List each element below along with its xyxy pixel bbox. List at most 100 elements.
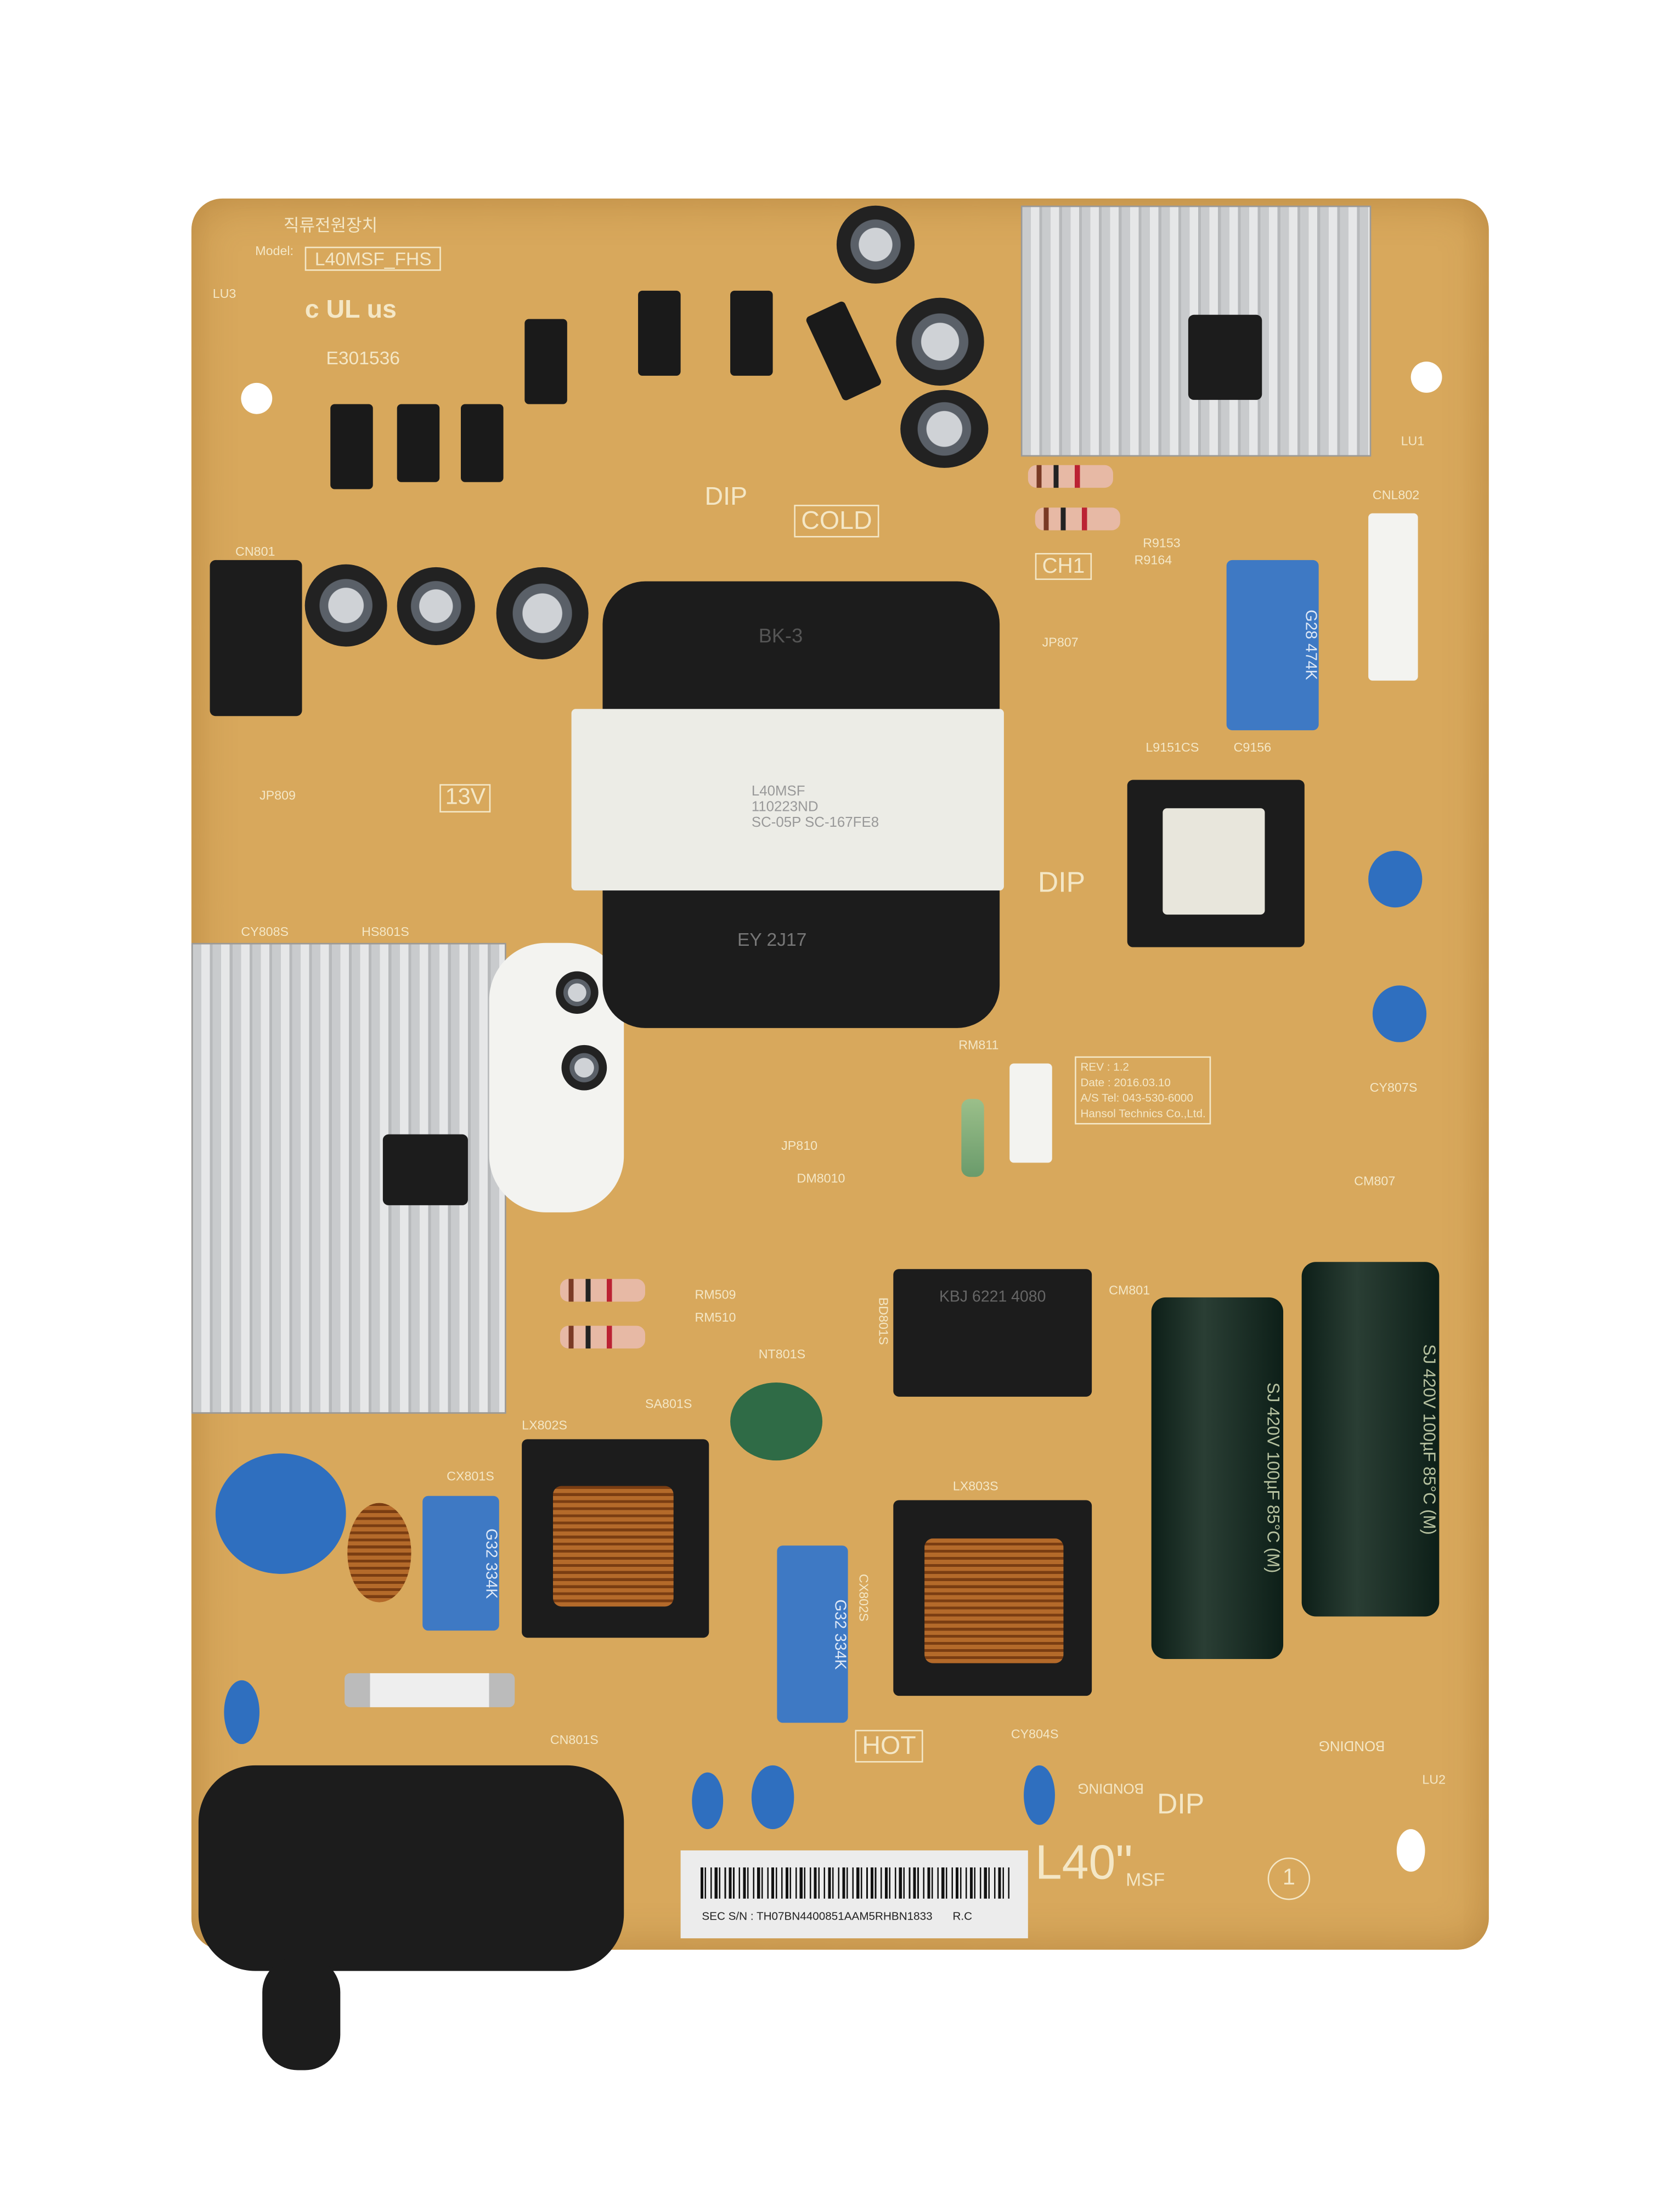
bonding-label: BONDING [1318,1737,1385,1753]
manufacturer: Hansol Technics Co.,Ltd. [1080,1107,1206,1120]
choke-winding [924,1538,1064,1663]
bulk-capacitor: SJ 420V 100µF 85°C (M) [1151,1297,1284,1659]
ref-cm807: CM807 [1354,1174,1396,1188]
ntc-thermistor [730,1382,823,1461]
serial-number: SEC S/N : TH07BN4400851AAM5RHBN1833 R.C [702,1910,972,1922]
bridge-rectifier: KBJ 6221 4080 [893,1269,1092,1397]
electrolytic-capacitor [836,205,915,284]
dip-label-bottom: DIP [1157,1789,1205,1821]
varistor [215,1453,346,1574]
ref-c9156: C9156 [1233,740,1272,755]
ref-cy807s: CY807S [1369,1080,1418,1095]
model-label: Model: [255,244,294,258]
ref-lx802s: LX802S [522,1418,567,1432]
ref-lu2: LU2 [1422,1772,1446,1787]
resistor [1028,465,1113,488]
ref-cnl802: CNL802 [1372,488,1420,502]
serial-sticker: SEC S/N : TH07BN4400851AAM5RHBN1833 R.C [680,1850,1028,1939]
ref-nt801s: NT801S [758,1347,806,1362]
film-capacitor: G32 334K [422,1496,499,1631]
mounting-hole [241,382,273,414]
ceramic-capacitor [1368,850,1423,908]
ceramic-capacitor [1372,985,1427,1042]
diode [330,404,373,489]
ac-power-socket [198,1765,624,1971]
ref-lu3: LU3 [212,286,236,301]
ref-rm811: RM811 [958,1037,999,1052]
ref-lx803s: LX803S [952,1479,998,1493]
ref-jp809: JP809 [259,788,296,803]
tape-line: SC-05P SC-167FE8 [751,815,879,831]
ref-r9164: R9164 [1134,552,1172,567]
mounting-hole [1396,1829,1425,1872]
ref-sa801s: SA801S [645,1396,692,1411]
ref-cy804s: CY804S [1011,1727,1059,1741]
electrolytic-capacitor [556,971,599,1014]
resistor [560,1325,645,1348]
diode [730,290,773,376]
ref-rm509: RM509 [695,1287,736,1302]
ref-bd801s: BD801S [876,1297,891,1345]
ref-cy808s: CY808S [241,924,289,939]
ref-cx802s: CX802S [856,1573,871,1622]
ref-l9151cs: L9151CS [1146,740,1199,755]
cold-label: COLD [794,505,879,538]
ref-hs801s: HS801S [362,924,409,939]
transformer-tape [571,709,1004,891]
tape-line: L40MSF [751,784,805,800]
board-number: 1 [1267,1857,1311,1900]
transistor [1188,314,1262,400]
diode [638,290,681,376]
hot-label: HOT [855,1730,923,1763]
transformer-code: BK-3 [758,624,803,647]
ceramic-capacitor [692,1772,724,1830]
bulk-capacitor: SJ 420V 100µF 85°C (M) [1301,1262,1440,1617]
film-capacitor: G32 334K [777,1545,848,1723]
electrolytic-capacitor [304,564,387,647]
diode [524,319,567,404]
tape-line: 110223ND [751,799,819,816]
ceramic-capacitor [1024,1765,1055,1825]
diode [397,404,440,482]
ref-cm801: CM801 [1109,1283,1150,1297]
revision-date: Date : 2016.03.10 [1080,1076,1171,1089]
barcode [700,1867,1013,1899]
electrolytic-capacitor [561,1045,607,1091]
connector-cnl802 [1368,513,1418,681]
fuse [345,1673,515,1707]
diode [460,404,504,482]
revision: REV : 1.2 [1080,1060,1129,1074]
electrolytic-capacitor [896,297,984,386]
transformer-date-code: EY 2J17 [737,928,807,950]
transformer-tape-text: L40MSF 110223ND SC-05P SC-167FE8 [752,784,879,831]
ref-rm510: RM510 [695,1310,736,1325]
power-cable-stub [262,1956,341,2070]
board-series: MSF [1126,1869,1165,1891]
standby-transformer-winding [1163,808,1265,915]
revision-box: REV : 1.2 Date : 2016.03.10 A/S Tel: 043… [1075,1056,1212,1125]
ceramic-capacitor [224,1680,259,1745]
dip-label: DIP [704,482,748,511]
resistor [560,1279,645,1302]
transistor [382,1134,468,1205]
serial-suffix: R.C [952,1910,973,1923]
model-name: L40MSF_FHS [304,246,442,271]
model-header: 직류전원장치 [283,215,378,236]
ref-dm8010: DM8010 [797,1171,845,1186]
cement-resistor [1009,1063,1052,1163]
dip-label-right: DIP [1037,867,1086,899]
mounting-hole [1410,362,1442,393]
voltage-label: 13V [439,784,492,812]
ul-file-number: E301536 [326,347,400,369]
ref-jp807: JP807 [1042,635,1079,650]
choke-winding [552,1486,674,1607]
ul-mark: c UL us [304,295,397,324]
resistor [1035,507,1120,531]
ceramic-capacitor [751,1765,794,1830]
ref-lu1: LU1 [1401,433,1425,448]
ref-cn801: CN801 [235,544,275,559]
ref-cn801s: CN801S [550,1733,599,1747]
resistor [961,1099,984,1177]
bonding-label: BONDING [1077,1779,1144,1796]
